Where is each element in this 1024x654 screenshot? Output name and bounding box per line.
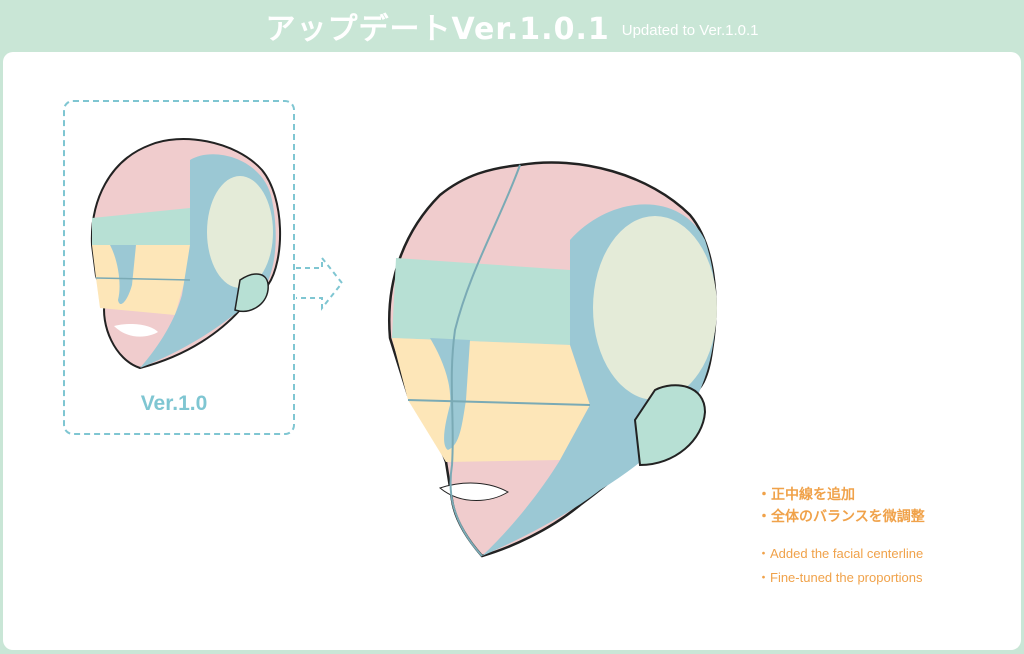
old-version-box xyxy=(63,100,295,435)
note-en-2: ・Fine-tuned the proportions xyxy=(757,570,923,585)
page-subtitle: Updated to Ver.1.0.1 xyxy=(621,21,759,39)
small-head-illustration xyxy=(90,138,281,370)
header-bar: アップデートVer.1.0.1 Updated to Ver.1.0.1 xyxy=(0,0,1024,52)
page-title: アップデートVer.1.0.1 xyxy=(265,12,610,47)
update-notes: ・正中線を追加 ・全体のバランスを微調整 ・Added the facial c… xyxy=(757,484,925,590)
note-en-1: ・Added the facial centerline xyxy=(757,546,924,561)
old-version-label: Ver.1.0 xyxy=(140,392,208,415)
arrow-icon xyxy=(296,255,344,311)
large-head-illustration xyxy=(388,161,717,558)
note-jp-2: ・全体のバランスを微調整 xyxy=(757,509,925,525)
note-jp-1: ・正中線を追加 xyxy=(757,487,855,503)
